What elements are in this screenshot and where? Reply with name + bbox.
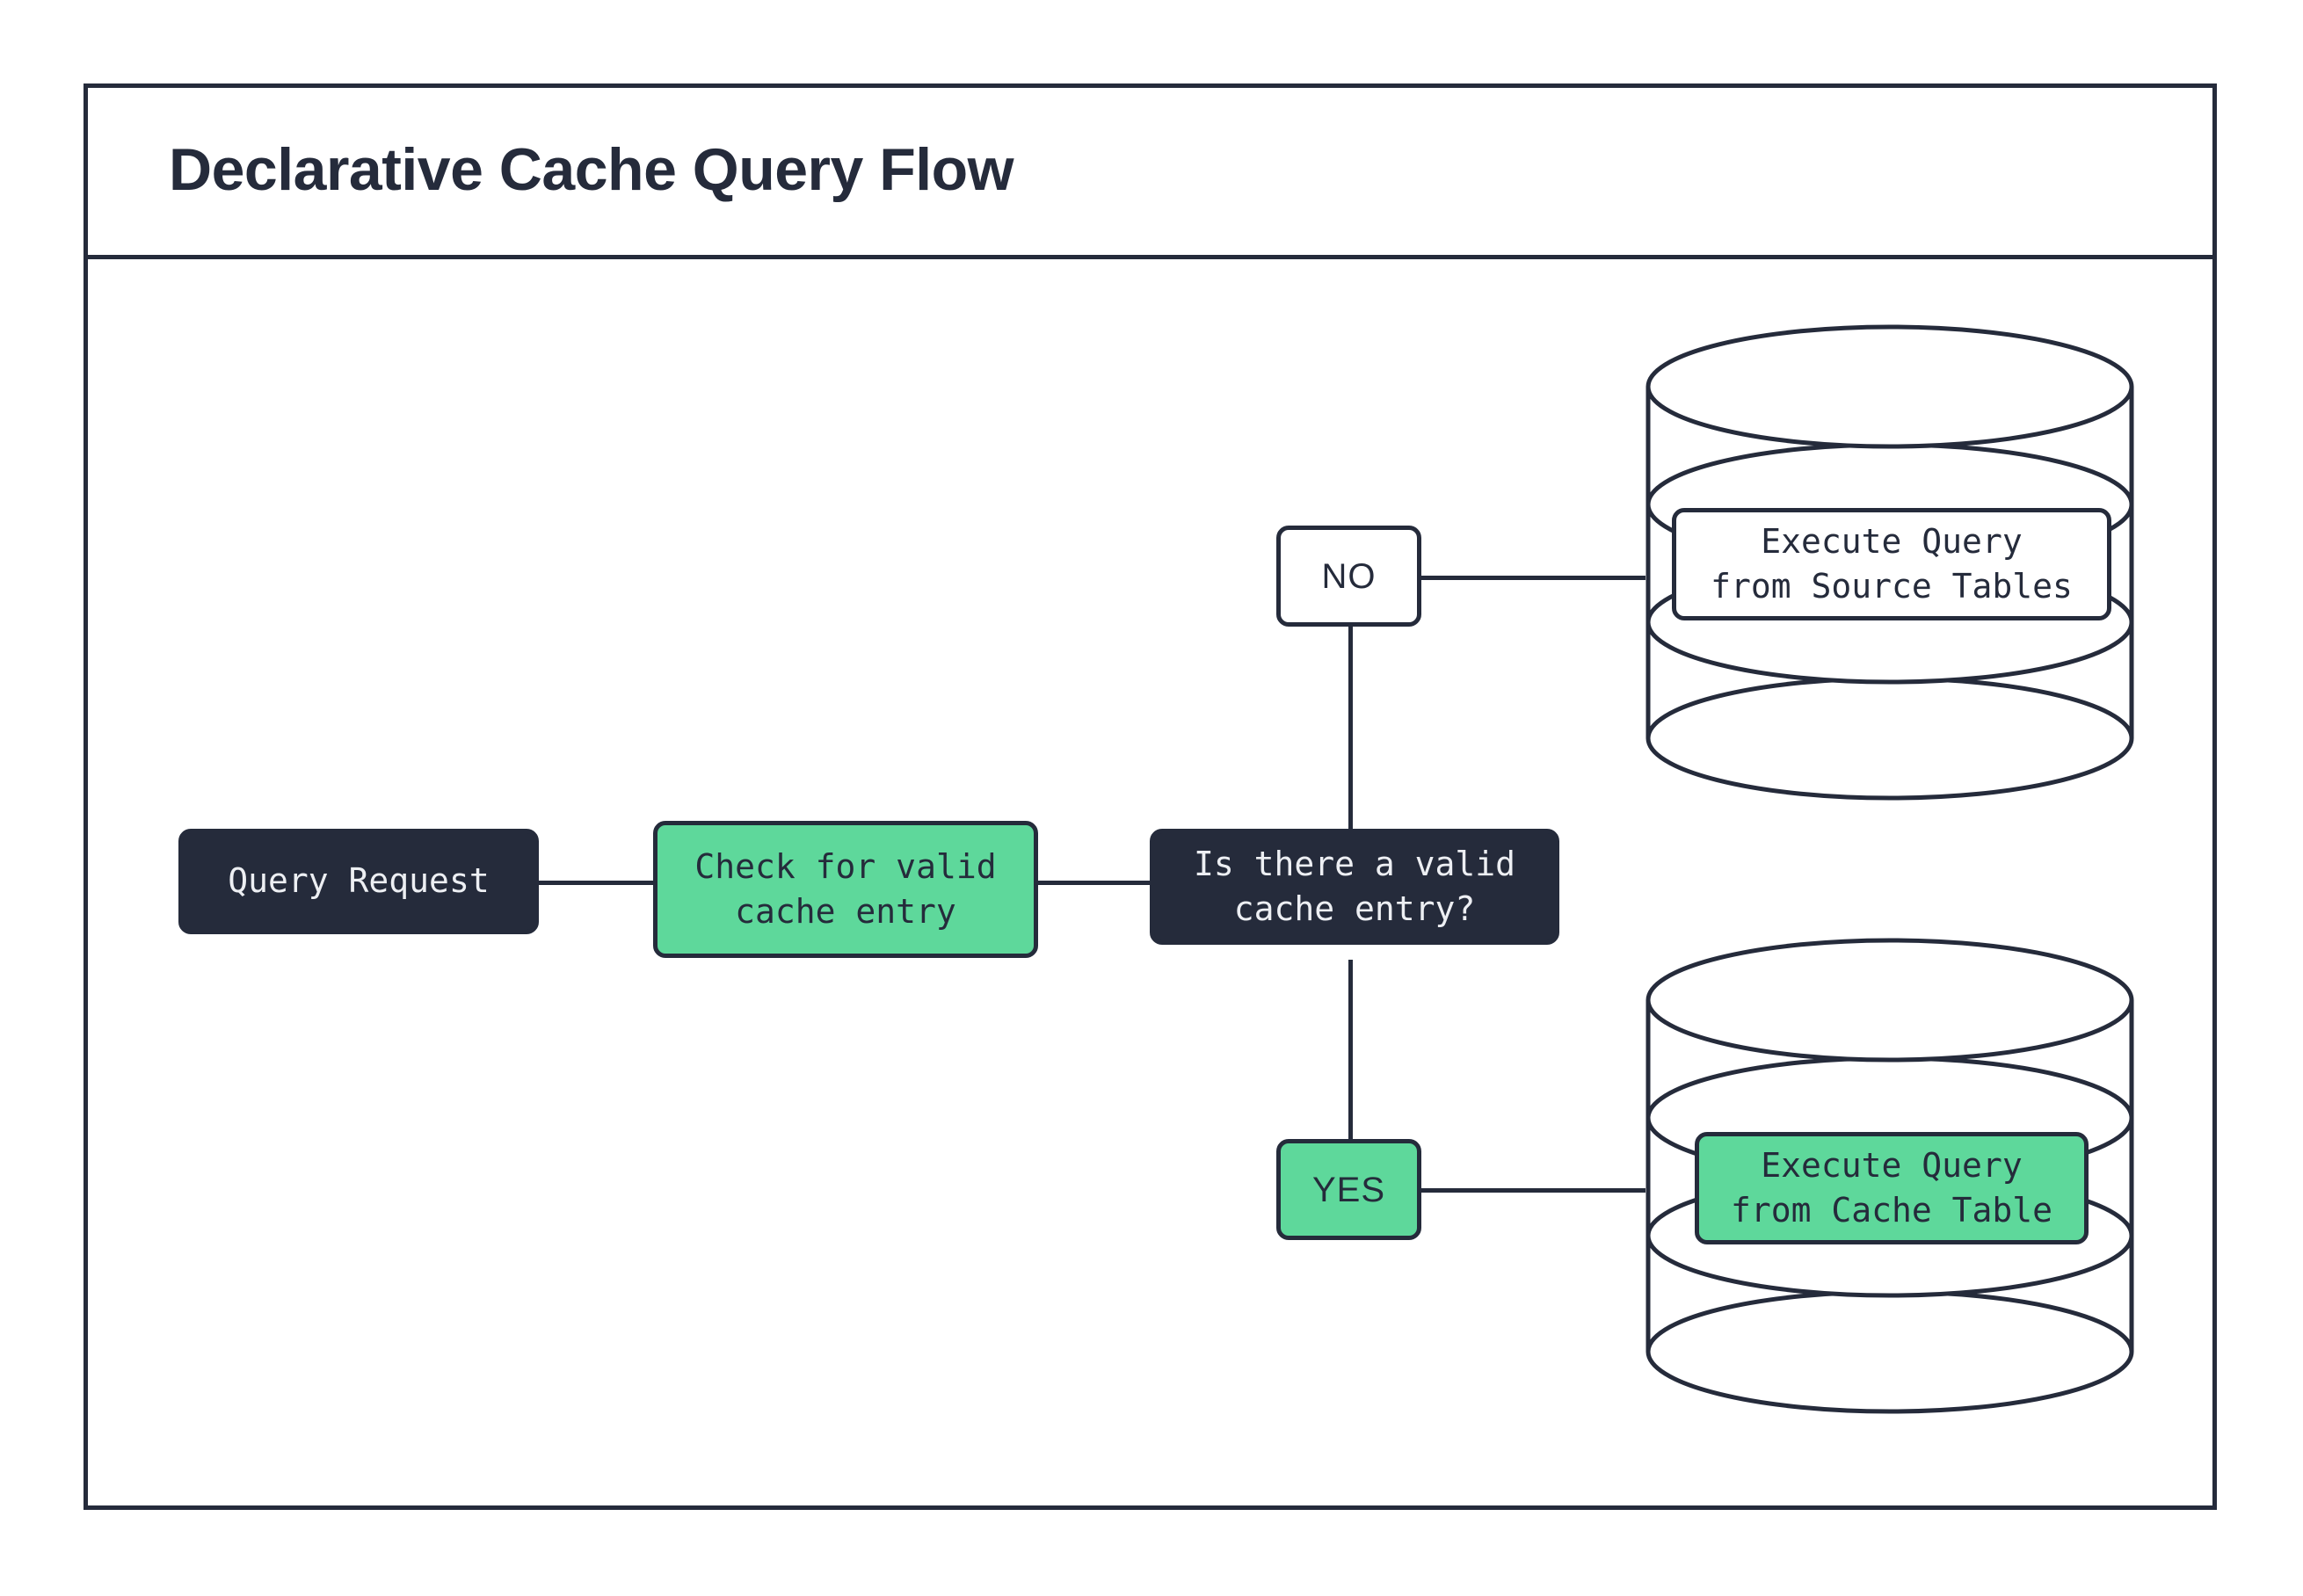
branch-label-no[interactable]: NO: [1276, 526, 1421, 627]
edge-decision-to-branch-no: [1348, 615, 1353, 835]
node-query-request[interactable]: Query Request: [178, 829, 539, 934]
edge-decision-to-branch-yes: [1348, 960, 1353, 1146]
node-check-cache-entry[interactable]: Check for valid cache entry: [653, 821, 1038, 958]
node-decision-valid-cache[interactable]: Is there a valid cache entry?: [1150, 829, 1559, 945]
edge-branch-no-to-source-db: [1419, 576, 1646, 580]
edge-branch-yes-to-cache-db: [1419, 1188, 1646, 1193]
edge-check-cache-to-decision: [1035, 881, 1150, 885]
cache-db-label[interactable]: Execute Query from Cache Table: [1695, 1132, 2089, 1244]
source-db-label[interactable]: Execute Query from Source Tables: [1672, 508, 2111, 620]
branch-label-yes[interactable]: YES: [1276, 1139, 1421, 1240]
edge-query-request-to-check-cache: [539, 881, 653, 885]
